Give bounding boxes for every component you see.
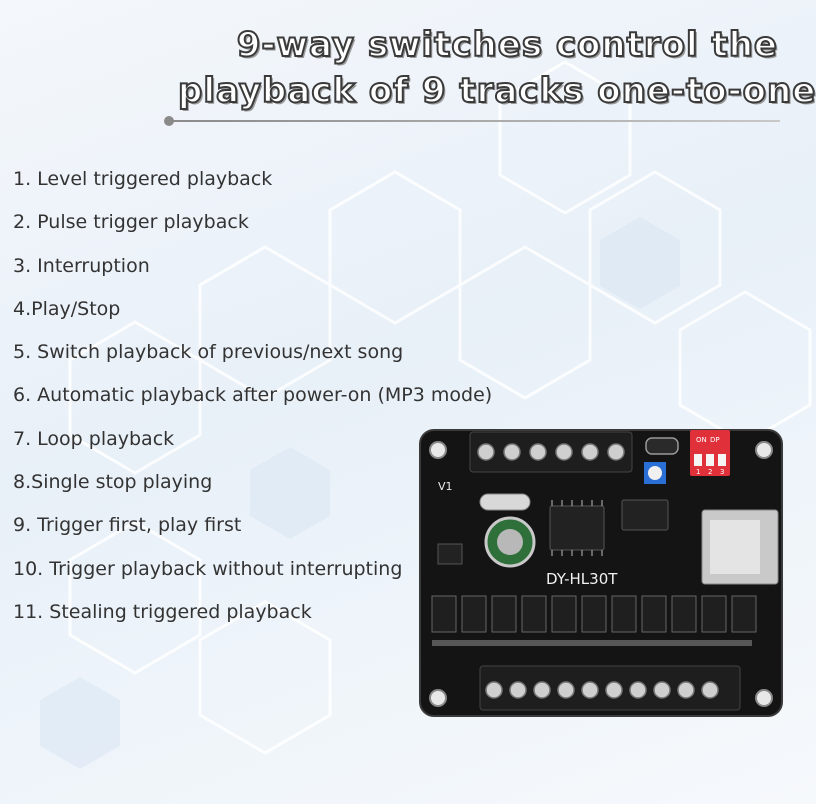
capacitor: [484, 516, 536, 568]
feature-item: 2. Pulse trigger playback: [13, 211, 249, 234]
dip-switch: ON DP 1 2 3: [690, 430, 730, 476]
feature-item: 4.Play/Stop: [13, 297, 121, 320]
sd-card-slot: [701, 509, 779, 585]
feature-item: 1. Level triggered playback: [13, 168, 273, 190]
dip-label-1: 1: [696, 468, 700, 476]
top-terminal-block: [469, 431, 633, 473]
model-label: DY-HL30T: [546, 570, 618, 588]
v1-label: V1: [438, 480, 453, 493]
potentiometer: [644, 462, 666, 484]
feature-item: 11. Stealing triggered playback: [13, 600, 312, 623]
feature-item: 9. Trigger first, play first: [13, 514, 242, 537]
feature-item: 7. Loop playback: [13, 427, 175, 450]
title-line-1: 9-way switches control the: [236, 24, 778, 66]
bottom-terminal-block: [479, 665, 741, 711]
title-block: 9-way switches control the playback of 9…: [177, 22, 816, 114]
amp-chip: [621, 499, 669, 531]
title-line-2: playback of 9 tracks one-to-one: [177, 70, 816, 112]
dip-label-2: 2: [708, 468, 712, 476]
feature-item: 6. Automatic playback after power-on (MP…: [13, 384, 493, 407]
optocoupler-row: [431, 595, 757, 633]
feature-item: 5. Switch playback of previous/next song: [13, 341, 404, 364]
feature-item: 3. Interruption: [13, 254, 150, 277]
feature-list: 1. Level triggered playback 2. Pulse tri…: [13, 164, 492, 640]
crystal: [479, 493, 531, 511]
circuit-board-image: ON DP 1 2 3 V1 DY-HL30T: [419, 429, 783, 717]
mounting-holes: [429, 441, 773, 707]
main-chip: [549, 505, 605, 551]
small-chip: [437, 543, 463, 565]
feature-item: 8.Single stop playing: [13, 471, 213, 494]
dip-label-3: 3: [720, 468, 724, 476]
usb-port: [645, 437, 679, 455]
dip-label-dp: DP: [710, 436, 720, 444]
title-rule: [168, 120, 780, 122]
feature-item: 10. Trigger playback without interruptin…: [13, 557, 403, 580]
dip-label-on: ON: [696, 436, 707, 444]
